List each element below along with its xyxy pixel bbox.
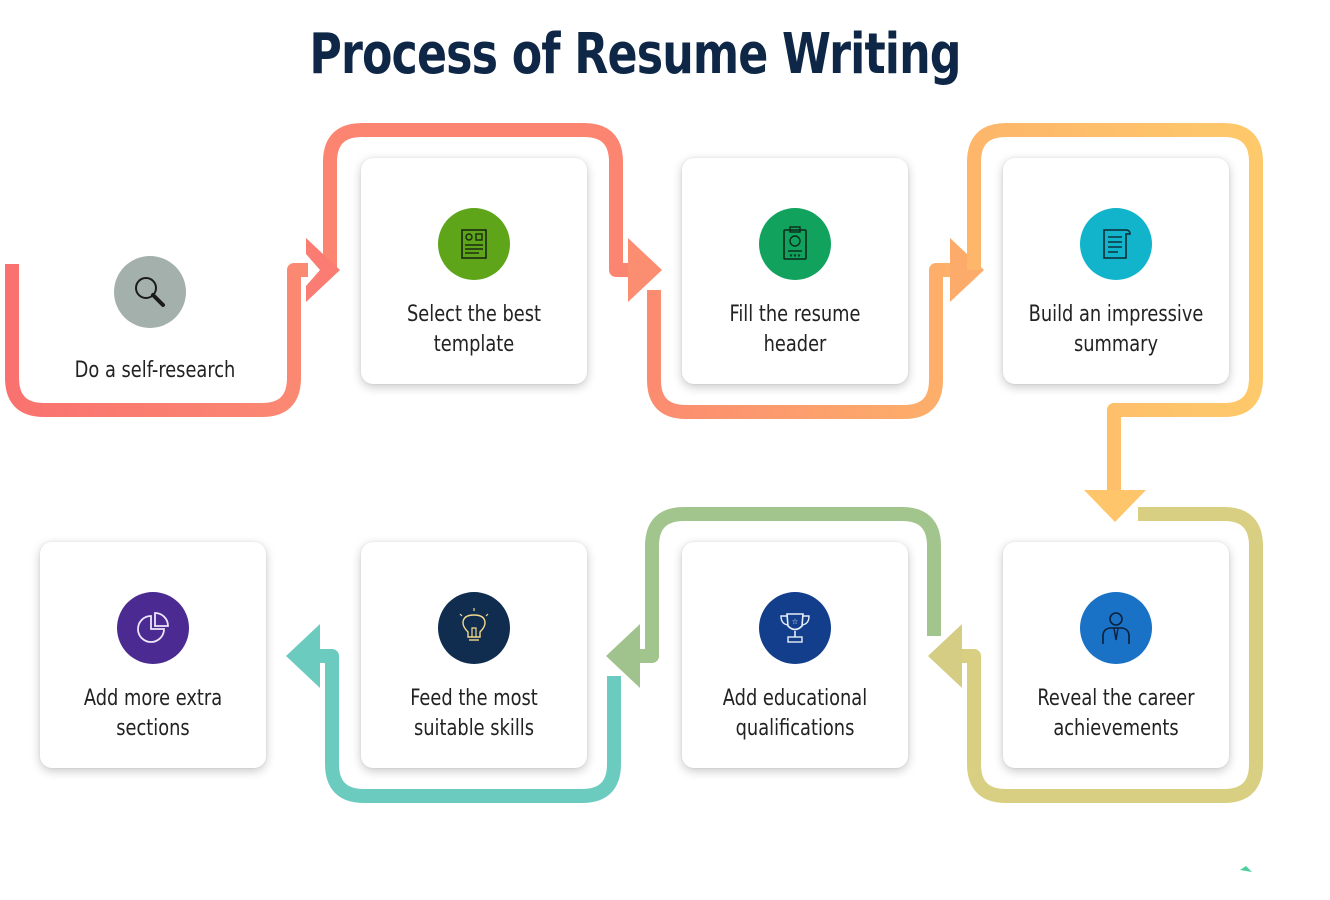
page-title: Process of Resume Writing — [309, 22, 961, 87]
step-card-header: ★★★ Fill the resume header — [682, 158, 908, 384]
step-label: Do a self-research — [74, 358, 236, 383]
magnifier-icon — [114, 256, 186, 328]
svg-text:★★★: ★★★ — [789, 253, 801, 259]
step-label: Select the best template — [406, 302, 542, 357]
step-card-skills: Feed the most suitable skills — [361, 542, 587, 768]
document-scroll-icon — [1080, 208, 1152, 280]
resume-template-icon — [438, 208, 510, 280]
businessman-icon — [1080, 592, 1152, 664]
arrow-7 — [286, 624, 320, 688]
decorative-mark — [1240, 866, 1252, 872]
pie-chart-icon — [117, 592, 189, 664]
step-card-education: ☆ Add educational qualifications — [682, 542, 908, 768]
arrow-5 — [928, 624, 962, 688]
svg-text:☆: ☆ — [792, 617, 798, 626]
step-card-extra-sections: Add more extra sections — [40, 542, 266, 768]
arrow-1 — [306, 238, 340, 302]
step-label: Build an impressive summary — [1028, 302, 1204, 357]
resume-header-icon: ★★★ — [759, 208, 831, 280]
connector-step4 — [967, 123, 1263, 490]
step-label: Feed the most suitable skills — [410, 686, 538, 741]
connector-step3 — [647, 263, 950, 419]
step-label: Reveal the career achievements — [1037, 686, 1195, 741]
connector-step6 — [640, 507, 941, 663]
step-card-achievements: Reveal the career achievements — [1003, 542, 1229, 768]
step-card-summary: Build an impressive summary — [1003, 158, 1229, 384]
lightbulb-icon — [438, 592, 510, 664]
step-self-research: Do a self-research — [40, 238, 270, 408]
step-label: Fill the resume header — [729, 302, 861, 357]
connector-step5 — [962, 507, 1263, 803]
trophy-icon: ☆ — [759, 592, 831, 664]
arrow-2 — [628, 238, 662, 302]
step-label: Add more extra sections — [83, 686, 223, 741]
step-label: Add educational qualifications — [722, 686, 868, 741]
connector-step1 — [5, 263, 308, 417]
arrow-4 — [1084, 490, 1146, 522]
connector-step7 — [320, 649, 621, 803]
connector-step2 — [323, 123, 628, 277]
arrow-6 — [606, 624, 640, 688]
step-card-template: Select the best template — [361, 158, 587, 384]
